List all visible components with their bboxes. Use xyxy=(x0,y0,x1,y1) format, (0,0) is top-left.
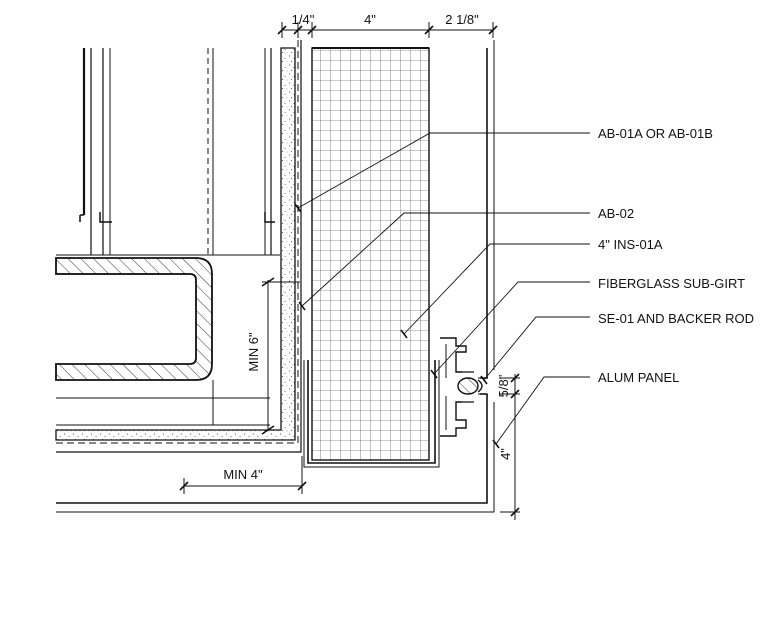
callout-air-barrier: AB-01A OR AB-01B xyxy=(598,126,713,141)
dim-quarter-inch: 1/4" xyxy=(292,12,315,27)
min-six-dimension xyxy=(261,277,300,435)
structure-columns xyxy=(56,48,280,256)
leader-tick-marks xyxy=(294,203,500,449)
callout-sealant-backer-rod: SE-01 AND BACKER ROD xyxy=(598,311,754,326)
min-four-dimension xyxy=(179,456,307,494)
dim-min-four: MIN 4" xyxy=(223,467,263,482)
callout-fiberglass-subgirt: FIBERGLASS SUB-GIRT xyxy=(598,276,745,291)
callout-insulation: 4" INS-01A xyxy=(598,237,663,252)
callout-ab-02: AB-02 xyxy=(598,206,634,221)
insulation-board xyxy=(311,47,430,461)
fiberglass-subgirt xyxy=(303,360,440,468)
interior-framing xyxy=(56,380,270,426)
dim-four-inch-panel: 4" xyxy=(498,448,513,460)
right-dimension-string xyxy=(500,373,520,520)
top-dimension-string xyxy=(277,22,498,38)
dim-four-inch-top: 4" xyxy=(364,12,376,27)
backer-rod-icon xyxy=(457,377,479,395)
sheathing-layer xyxy=(55,40,302,453)
dim-five-eighths: 5/8" xyxy=(496,374,511,397)
aluminum-panel xyxy=(56,40,495,513)
dim-two-and-eighth-inch: 2 1/8" xyxy=(445,12,479,27)
leader-lines xyxy=(297,132,590,445)
steel-tube-section xyxy=(55,257,213,381)
panel-joint-assembly xyxy=(440,337,488,437)
callout-alum-panel: ALUM PANEL xyxy=(598,370,679,385)
dim-min-six: MIN 6" xyxy=(246,332,261,372)
